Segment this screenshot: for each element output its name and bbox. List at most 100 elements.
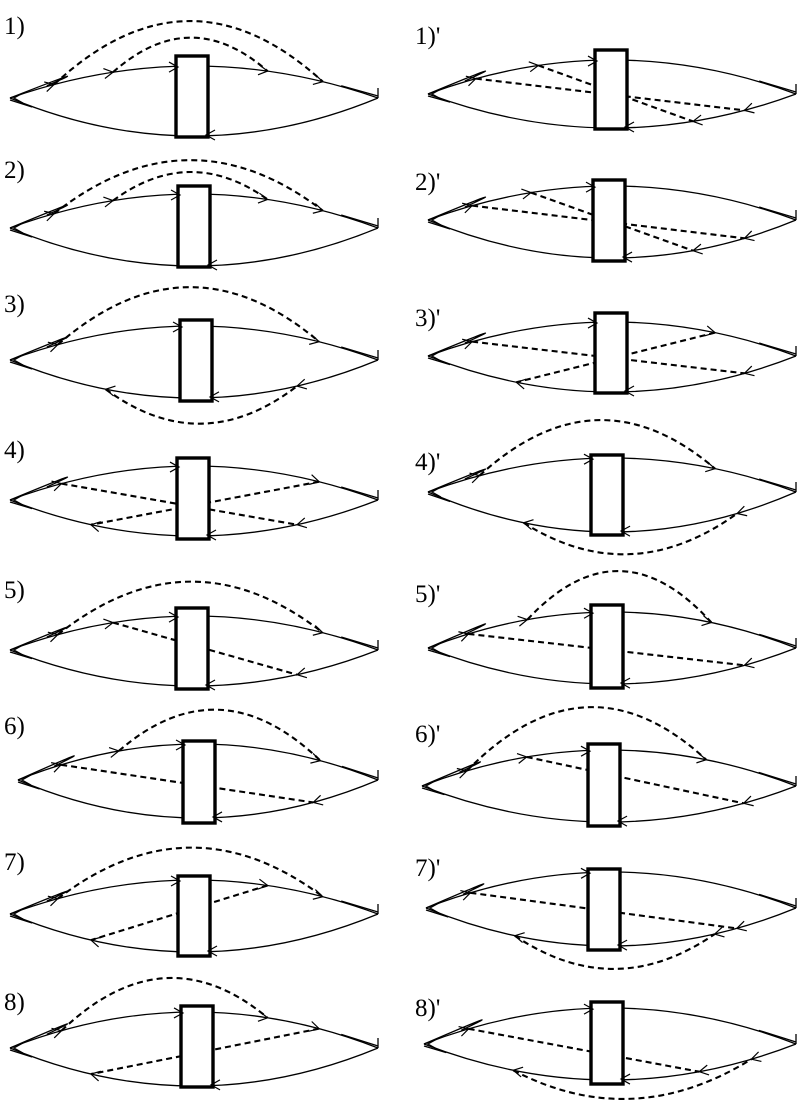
vertex-box: [589, 453, 625, 537]
dressed-line-segment: [427, 95, 451, 103]
diagram-label: 6): [4, 713, 25, 740]
propagator-arrow: [312, 203, 324, 214]
propagator-arrow: [12, 494, 24, 506]
dressed-line-segment: [427, 493, 451, 503]
propagator-arrow: [460, 889, 472, 901]
dressed-line-segment: [341, 636, 379, 649]
propagator-arrow: [44, 81, 56, 93]
propagator-arrow: [616, 815, 628, 827]
propagator-arrow: [309, 474, 321, 485]
diagram-label: 3)': [415, 305, 440, 332]
diagram-panel: 4): [4, 437, 379, 541]
diagram-label: 8): [4, 989, 25, 1016]
dressed-line-segment: [758, 893, 797, 907]
propagator-arrow: [619, 1073, 631, 1085]
propagator-arrow: [743, 657, 755, 669]
dressed-line-segment: [341, 486, 379, 499]
diagram-panel: 5): [4, 577, 379, 691]
diagram-label: 7)': [415, 855, 440, 882]
dressed-line-segment: [427, 196, 487, 221]
diagram-panel: 1): [4, 13, 379, 141]
vertex-box: [179, 1004, 215, 1089]
propagator-arrow: [208, 391, 220, 403]
dressed-line-segment: [758, 1029, 797, 1043]
diagram-label: 5): [4, 577, 25, 604]
propagator-arrow: [47, 631, 60, 643]
propagator-arrow: [170, 875, 182, 887]
diagram-label: 3): [4, 291, 25, 318]
propagator-arrow: [12, 92, 24, 104]
propagator-arrow: [705, 325, 717, 337]
propagator-arrow: [513, 932, 525, 943]
propagator-arrow: [295, 517, 308, 529]
dressed-line-segment: [9, 501, 33, 510]
propagator-arrow: [103, 68, 115, 79]
diagram-panel: 2): [4, 157, 379, 271]
dressed-line-segment: [759, 206, 797, 219]
propagator-arrow: [621, 251, 633, 263]
dressed-line-segment: [427, 221, 451, 230]
vertex-box: [593, 311, 629, 395]
propagator-arrow: [698, 1064, 710, 1076]
propagator-arrow: [430, 88, 442, 100]
dressed-line-segment: [9, 361, 33, 370]
dressed-line-segment: [423, 1045, 447, 1054]
propagator-arrow: [691, 114, 703, 126]
propagator-arrow: [103, 618, 115, 630]
vertex-box: [176, 874, 212, 958]
propagator-arrow: [206, 945, 218, 957]
photon-line: [112, 36, 269, 73]
propagator-arrow: [623, 385, 635, 397]
dressed-line-segment: [9, 336, 69, 361]
propagator-arrow: [516, 752, 528, 764]
dressed-line-segment: [9, 99, 33, 108]
dressed-line-segment: [759, 478, 797, 491]
photon-line: [118, 708, 322, 762]
propagator-arrow: [312, 794, 324, 806]
propagator-arrow: [701, 615, 713, 627]
propagator-arrow: [743, 365, 755, 377]
diagram-panel: 8)': [415, 995, 797, 1100]
propagator-arrow: [20, 774, 32, 786]
propagator-arrow: [512, 1066, 524, 1078]
propagator-arrow: [616, 939, 628, 951]
propagator-arrow: [742, 795, 754, 807]
diagram-panel: 4)': [415, 419, 797, 556]
propagator-arrow: [456, 767, 469, 779]
propagator-arrow: [458, 631, 470, 642]
diagram-label: 6)': [415, 721, 440, 748]
photon-line: [57, 846, 324, 900]
dressed-line-segment: [421, 761, 481, 787]
propagator-arrow: [430, 350, 442, 362]
vertex-box: [586, 867, 622, 952]
propagator-arrow: [108, 747, 121, 758]
propagator-arrow: [522, 519, 534, 530]
propagator-arrow: [583, 1003, 595, 1015]
dressed-line-segment: [427, 332, 487, 357]
propagator-arrow: [528, 61, 540, 73]
photon-line: [466, 706, 707, 772]
propagator-arrow: [713, 926, 725, 938]
propagator-arrow: [51, 480, 63, 492]
propagator-arrow: [426, 1038, 438, 1050]
photon-line: [53, 159, 324, 215]
propagator-arrow: [580, 745, 592, 757]
propagator-arrow: [44, 210, 56, 222]
dressed-line-segment: [9, 890, 69, 915]
vertex-box: [591, 178, 627, 263]
diagram-panel: 1)': [415, 23, 797, 133]
dressed-line-segment: [9, 1049, 33, 1058]
propagator-arrow: [12, 354, 24, 366]
dressed-line-segment: [9, 476, 69, 501]
propagator-arrow: [312, 625, 324, 636]
dressed-line-segment: [17, 781, 40, 790]
propagator-arrow: [204, 129, 216, 141]
dressed-line-segment: [341, 214, 379, 227]
propagator-arrow: [743, 102, 755, 114]
vertex-box: [174, 54, 210, 139]
diagram-label: 2)': [415, 169, 440, 196]
diagram-panel: 2)': [415, 169, 797, 263]
propagator-arrow: [462, 338, 474, 350]
dressed-line-segment: [427, 649, 451, 658]
propagator-arrow: [312, 74, 325, 85]
